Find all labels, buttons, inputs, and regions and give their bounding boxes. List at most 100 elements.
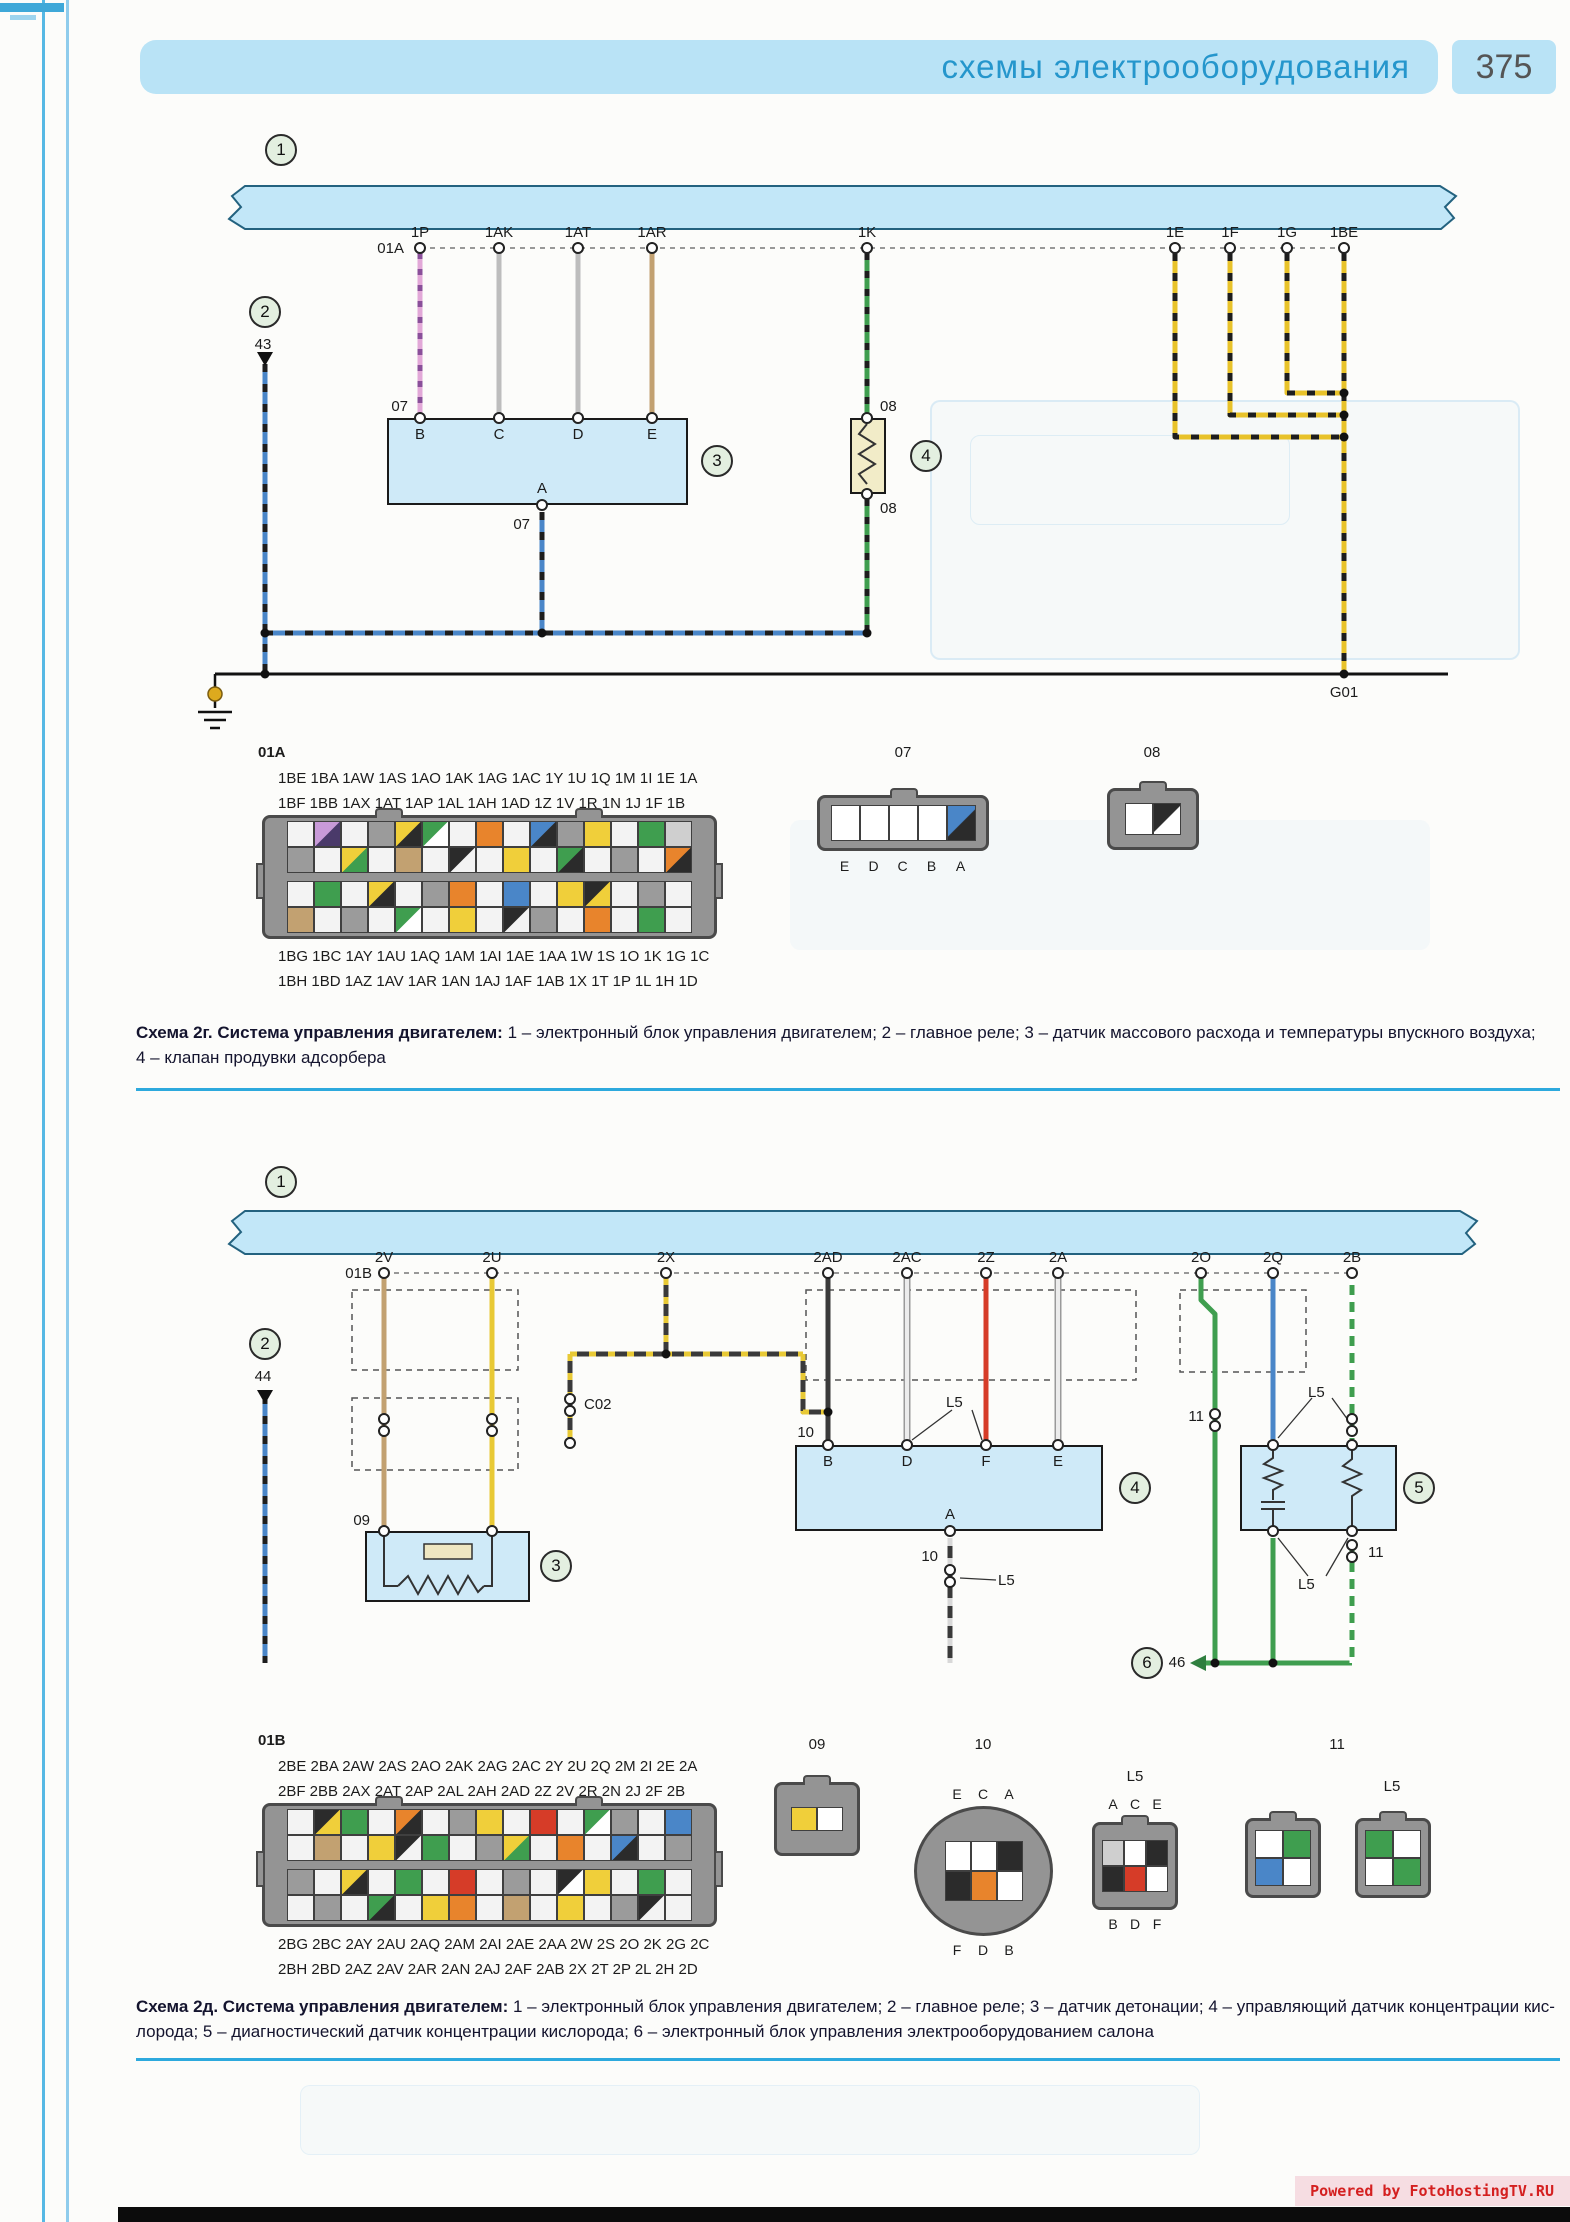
callout-number: 1 xyxy=(276,140,286,159)
bus-pin-label: 2AC xyxy=(892,1249,922,1266)
diagram1-caption: Схема 2г. Система управления двигателем:… xyxy=(136,1020,1560,1070)
d2-relay-arrow-icon xyxy=(257,1390,273,1404)
callout-purge-valve: 4 xyxy=(910,440,942,472)
pin-letter: F xyxy=(1152,1916,1162,1932)
pin-cell-row xyxy=(287,821,692,847)
connector-cell xyxy=(503,821,530,847)
connector-cell xyxy=(1124,1866,1146,1892)
pin-letter: E xyxy=(952,1786,962,1802)
connector-cell xyxy=(395,847,422,873)
connector-cell xyxy=(395,1835,422,1861)
connector-latch-icon xyxy=(1379,1811,1407,1821)
connector-cell xyxy=(1393,1830,1421,1858)
pinout-row: 1BF 1BB 1AX 1AT 1AP 1AL 1AH 1AD 1Z 1V 1R… xyxy=(278,795,686,812)
connector-cell xyxy=(530,1809,557,1835)
caption-line: 4 – клапан продувки адсорбера xyxy=(136,1048,386,1067)
connector-number-label: 10 xyxy=(921,1548,938,1565)
pin-letter: D xyxy=(977,1942,989,1958)
connector-pin-letters: E D C B A xyxy=(830,858,975,874)
connector-number-label: L5 xyxy=(946,1394,963,1411)
connector-cell xyxy=(287,1869,314,1895)
d1-purge-valve-box xyxy=(850,418,886,494)
connector-title: 01A xyxy=(258,744,286,761)
connector-cell xyxy=(287,881,314,907)
connector-cell xyxy=(584,1835,611,1861)
bus-pin-label: 1E xyxy=(1165,224,1185,241)
bus-pin-label: 1BE xyxy=(1329,224,1359,241)
connector-cell xyxy=(476,1895,503,1921)
connector-cell xyxy=(368,1869,395,1895)
connector-cell xyxy=(830,805,860,841)
bus-pin-label: 2O xyxy=(1190,1249,1212,1266)
connector-cell xyxy=(557,821,584,847)
corner-mark xyxy=(0,3,64,12)
component-pin-label: A xyxy=(536,480,548,497)
connector-cell xyxy=(557,847,584,873)
connector-cell xyxy=(395,881,422,907)
connector-latch-icon xyxy=(375,808,403,818)
diagram2-caption: Схема 2д. Система управления двигателем:… xyxy=(136,1994,1560,2044)
connector-cell xyxy=(1153,803,1181,835)
body-ecu-pin-label: 46 xyxy=(1168,1654,1186,1671)
connector-cell xyxy=(314,1895,341,1921)
bus-pin-label: 1K xyxy=(857,224,877,241)
connector-cell xyxy=(859,805,889,841)
connector-ear-icon xyxy=(714,1850,723,1887)
connector-cell xyxy=(341,1869,368,1895)
connector-cell xyxy=(638,907,665,933)
pin-cell-row xyxy=(287,847,692,873)
callout-number: 5 xyxy=(1414,1478,1424,1497)
bleed-artifact xyxy=(970,435,1290,525)
callout-body-ecu: 6 xyxy=(1131,1647,1163,1679)
connector-number-label: 08 xyxy=(880,500,897,517)
connector-cell xyxy=(970,1871,997,1901)
component-pin-label: D xyxy=(572,426,584,443)
footer-bar xyxy=(118,2207,1570,2222)
pinout-row: 1BG 1BC 1AY 1AU 1AQ 1AM 1AI 1AE 1AA 1W 1… xyxy=(278,948,710,965)
connector-cell xyxy=(422,1869,449,1895)
connector-cell xyxy=(817,1807,843,1831)
connector-cell xyxy=(503,881,530,907)
caption-text: 1 – электронный блок управления двигател… xyxy=(508,1997,1555,2016)
connector-cell xyxy=(530,1895,557,1921)
connector-number-label: 11 xyxy=(1368,1544,1384,1561)
component-pin-label: B xyxy=(414,426,426,443)
connector-number-label: C02 xyxy=(584,1396,612,1413)
footer-strip xyxy=(1295,2176,1570,2206)
connector-cell xyxy=(1283,1830,1311,1858)
pin-letter: B xyxy=(1108,1916,1118,1932)
caption-text: 1 – электронный блок управления двигател… xyxy=(502,1023,1536,1042)
connector-number-label: L5 xyxy=(1298,1576,1315,1593)
connector-title: L5 xyxy=(1126,1768,1144,1785)
connector-pin-letters: F D B xyxy=(944,1942,1022,1958)
connector-latch-icon xyxy=(890,788,918,798)
component-pin-label: D xyxy=(901,1453,913,1470)
connector-ear-icon xyxy=(256,862,265,899)
connector-cell xyxy=(530,1869,557,1895)
connector-cell xyxy=(638,1895,665,1921)
pin-cell-grid xyxy=(1102,1840,1168,1892)
callout-number: 2 xyxy=(260,302,270,321)
connector-cell xyxy=(314,847,341,873)
connector-cell xyxy=(422,1895,449,1921)
connector-cell xyxy=(1255,1858,1283,1886)
connector-title: 09 xyxy=(808,1736,826,1753)
bus-pin-label: 1P xyxy=(410,224,430,241)
pinout-row: 2BF 2BB 2AX 2AT 2AP 2AL 2AH 2AD 2Z 2V 2R… xyxy=(278,1783,686,1800)
pin-cell-row xyxy=(287,1895,692,1921)
connector-cell xyxy=(422,1809,449,1835)
caption-line: лорода; 5 – диагностический датчик конце… xyxy=(136,2022,1154,2041)
d1-harness-bus xyxy=(227,185,1458,230)
pinout-row: 1BE 1BA 1AW 1AS 1AO 1AK 1AG 1AC 1Y 1U 1Q… xyxy=(278,770,698,787)
caption-line: Схема 2г. Система управления двигателем:… xyxy=(136,1020,1560,1045)
connector-cell xyxy=(341,881,368,907)
pinout-row: 2BH 2BD 2AZ 2AV 2AR 2AN 2AJ 2AF 2AB 2X 2… xyxy=(278,1961,698,1978)
connector-cell xyxy=(665,1869,692,1895)
callout-knock-sensor: 3 xyxy=(540,1550,572,1582)
pin-letter: E xyxy=(1152,1796,1162,1812)
pin-letter: A xyxy=(955,858,966,874)
callout-main-relay: 2 xyxy=(249,296,281,328)
connector-cell xyxy=(449,1835,476,1861)
connector-cell xyxy=(638,1835,665,1861)
